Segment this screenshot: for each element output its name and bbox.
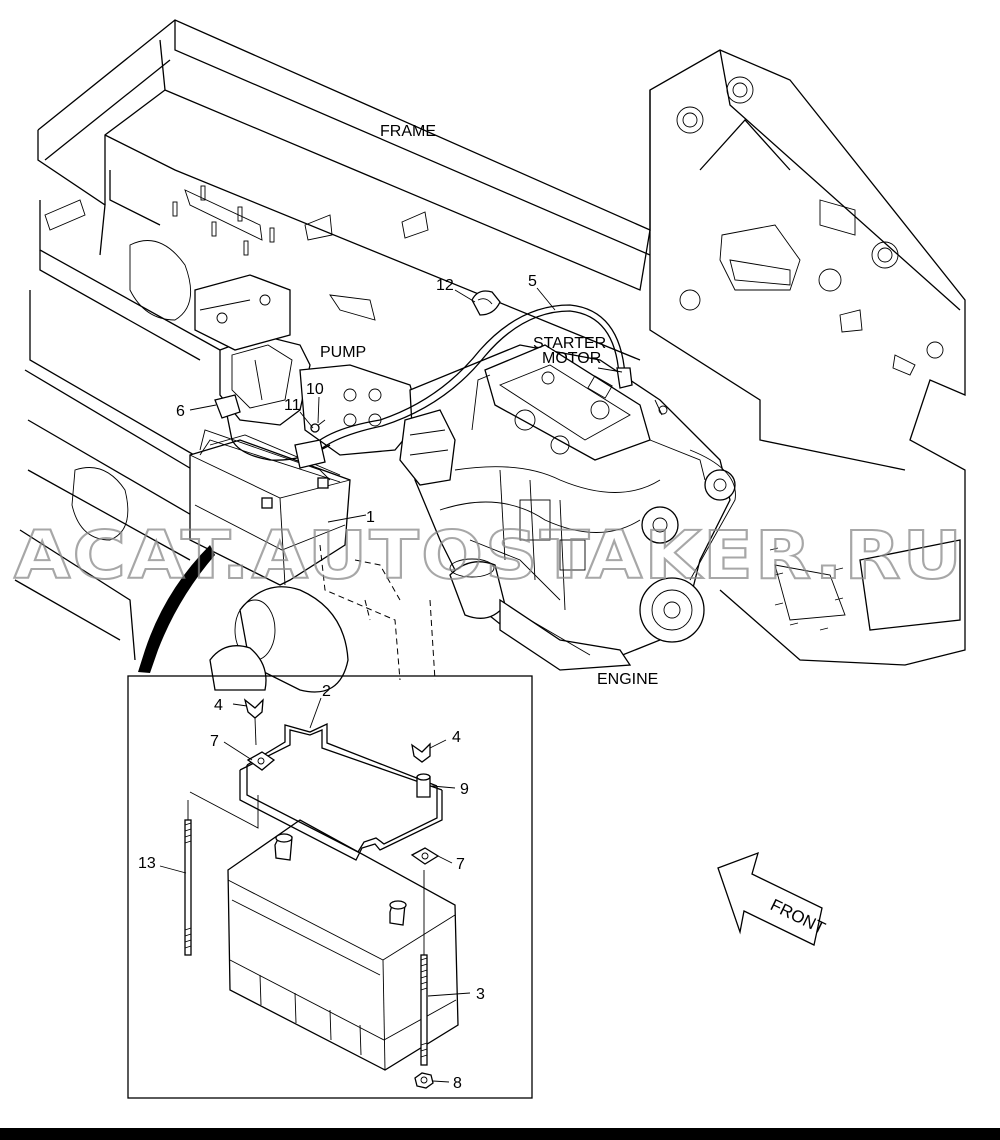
callout-1: 1 [366, 509, 375, 526]
upper-leader-lines [189, 287, 623, 523]
front-direction-arrow: FRONT [717, 851, 828, 946]
leader-lines [159, 697, 471, 1083]
battery-hold-down [239, 722, 443, 865]
spacer-sleeve [416, 773, 431, 798]
callout-12: 12 [436, 277, 454, 294]
j-bolt-right [420, 870, 428, 1066]
hydraulic-pump [194, 274, 421, 456]
watermark-text: ACAT.AUTOSTAKER.RU [14, 517, 964, 594]
callout-9: 9 [460, 781, 469, 798]
battery-cable [294, 290, 633, 469]
callout-6: 6 [176, 403, 185, 420]
component-labels: FRAME PUMP STARTER MOTOR ENGINE [320, 123, 658, 688]
starter-motor-label-line2: MOTOR [542, 350, 601, 367]
frame-structure [14, 19, 966, 666]
starter-motor-label-line1: STARTER [533, 335, 606, 352]
callout-2: 2 [322, 683, 331, 700]
engine-assembly [399, 344, 736, 671]
callout-numbers: 1 5 6 10 11 12 2 4 7 4 9 7 13 3 8 [138, 273, 537, 1092]
callout-10: 10 [306, 381, 324, 398]
battery-detail [227, 819, 459, 1071]
j-bolt-left [184, 791, 259, 956]
engine-label: ENGINE [597, 671, 658, 688]
frame-label: FRAME [380, 123, 436, 140]
detail-inset [127, 675, 533, 1099]
callout-13: 13 [138, 855, 156, 872]
callout-4-right: 4 [452, 729, 461, 746]
callout-3: 3 [476, 986, 485, 1003]
callout-4-left: 4 [214, 697, 223, 714]
callout-7-right: 7 [456, 856, 465, 873]
detail-pointer-arrow [138, 545, 215, 673]
bottom-border-bar [0, 1128, 1000, 1140]
wing-nut-right [411, 742, 431, 763]
callout-7-left: 7 [210, 733, 219, 750]
hex-nut [414, 1072, 434, 1089]
callout-11: 11 [284, 397, 301, 414]
callout-8: 8 [453, 1075, 462, 1092]
callout-5: 5 [528, 273, 537, 290]
wing-nut-left [243, 698, 264, 746]
mount-hub [209, 586, 349, 693]
pump-label: PUMP [320, 344, 366, 361]
